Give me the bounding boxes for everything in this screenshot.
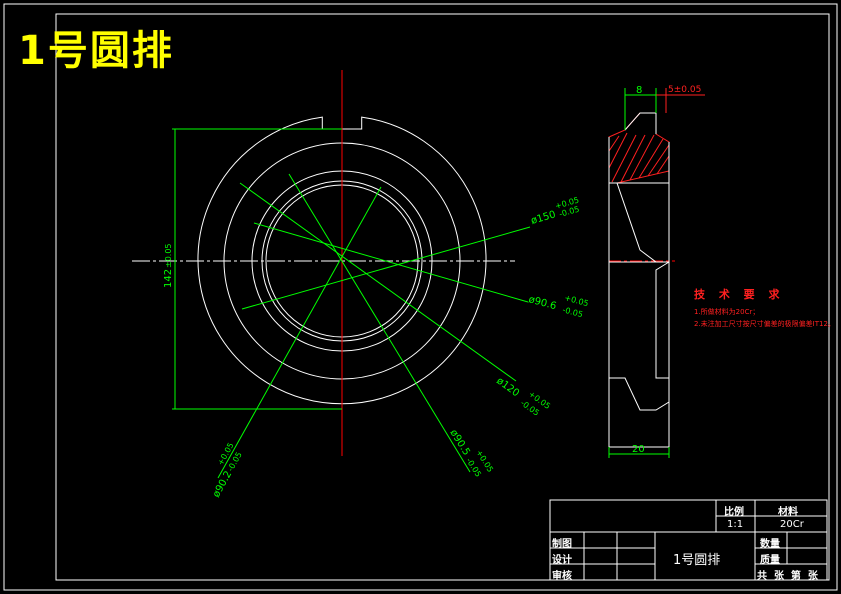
- material-value: 20Cr: [780, 519, 804, 530]
- dim-line-d90-2: [217, 186, 382, 479]
- side-outline: [608, 137, 670, 448]
- scale-label: 比例: [724, 507, 744, 518]
- dim-text-d150: ø150: [530, 209, 557, 227]
- side-upper-bore: [616, 182, 669, 263]
- quantity-label: 数量: [760, 539, 780, 550]
- dim-line-d90-6: [253, 222, 529, 303]
- drawing-title: 1号圆排: [18, 28, 174, 74]
- centerlines: [132, 70, 675, 456]
- dim-text-142: 142: [163, 269, 174, 288]
- side-dimensions: [608, 88, 670, 458]
- side-lower-profile: [609, 377, 670, 411]
- designed-by-label: 设计: [552, 555, 572, 566]
- hatch-lines: [608, 132, 670, 183]
- mass-label: 质量: [760, 555, 780, 566]
- dim-line-d120: [239, 182, 517, 382]
- material-label: 材料: [778, 507, 798, 518]
- reviewed-by-label: 审核: [552, 571, 572, 582]
- dim-text-5: 5±0.05: [668, 85, 701, 95]
- title-block: [549, 499, 828, 581]
- title-block-frame: [549, 499, 828, 581]
- inner-frame: [55, 13, 830, 581]
- outer-border: [3, 3, 838, 591]
- dim-text-d90-2: ø90.2: [211, 469, 234, 499]
- drawn-by-label: 制图: [552, 539, 572, 550]
- dim-text-142-tol: ±0.05: [164, 243, 173, 268]
- side-notch: [624, 112, 657, 134]
- front-dim-texts: ø150 -0.05 +0.05 ø90.6 -0.05 +0.05 ø120 …: [163, 196, 589, 500]
- hatch-boundary: [608, 112, 670, 184]
- outer-circle-with-notch: [197, 116, 487, 405]
- part-name: 1号圆排: [673, 553, 721, 568]
- dim-text-d90-6: ø90.6: [527, 294, 557, 312]
- dim-text-d120: ø120: [494, 376, 521, 400]
- side-lower-bore: [655, 261, 670, 379]
- tech-requirement-1: 1.所做材料为20Cr；: [694, 308, 760, 316]
- sheet-info: 共 张 第 张: [757, 571, 818, 582]
- scale-value: 1:1: [727, 519, 744, 530]
- dim-text-8: 8: [636, 85, 642, 96]
- dim-5-lines: [656, 88, 705, 113]
- dim-text-d90-5: ø90.5: [447, 428, 471, 458]
- tech-requirements-title: 技 术 要 求: [694, 288, 785, 301]
- dim-line-d150: [241, 226, 531, 310]
- front-dimensions: [172, 128, 531, 479]
- tech-requirement-2: 2.未注加工尺寸按尺寸偏差的极限偏差IT12。: [694, 320, 835, 328]
- dim-text-d90-6-lower: -0.05: [561, 305, 583, 319]
- dim-line-d90-5: [288, 173, 471, 473]
- dim-text-20: 20: [632, 444, 645, 455]
- tech-requirements: 技 术 要 求 1.所做材料为20Cr； 2.未注加工尺寸按尺寸偏差的极限偏差I…: [694, 286, 835, 330]
- side-view: [608, 112, 670, 448]
